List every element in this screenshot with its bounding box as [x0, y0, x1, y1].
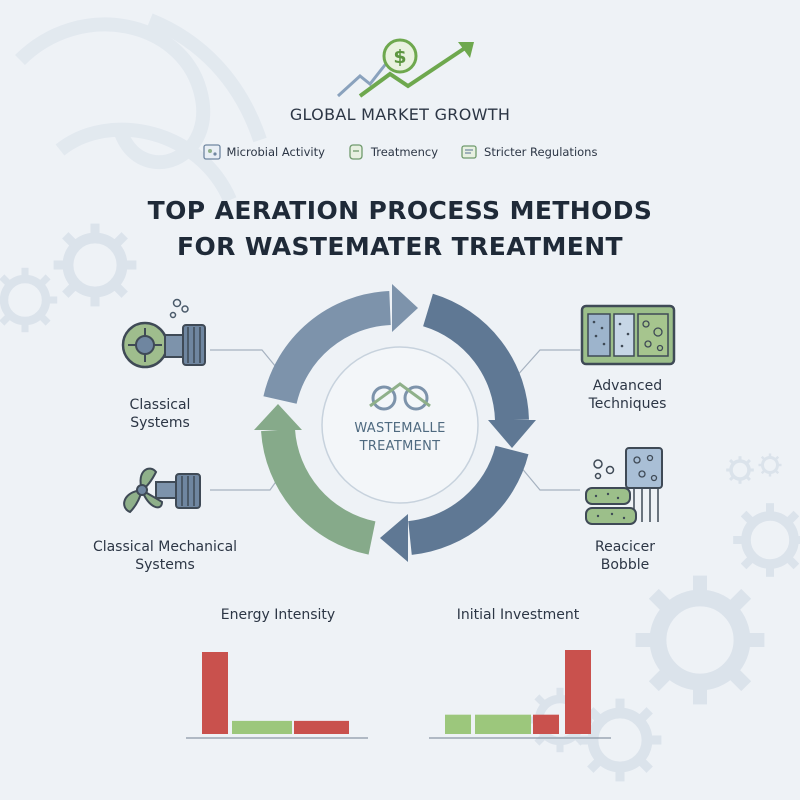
chip-treatmency: Treatmency [347, 143, 438, 161]
driver-chips: Microbial Activity Treatmency Stricter R… [0, 143, 800, 161]
title-line-1: TOP AERATION PROCESS METHODS [147, 196, 653, 225]
center-label: WASTEMALLE TREATMENT [330, 420, 470, 456]
method-reacicer-bobble: Reacicer Bobble [570, 538, 680, 574]
cycle-arrow-bottom-right [380, 445, 529, 562]
method-advanced-techniques: Advanced Techniques [570, 377, 685, 413]
chart-bar [565, 650, 591, 734]
page-title: TOP AERATION PROCESS METHODS FOR WASTEMA… [0, 193, 800, 265]
chart-bar [232, 720, 292, 734]
initial-investment-chart [429, 650, 611, 739]
chart-bar [475, 714, 531, 734]
chart-bar [294, 720, 349, 734]
chart-bar [445, 714, 471, 734]
microbe-icon [202, 144, 221, 160]
svg-text:$: $ [393, 46, 406, 68]
blower-icon [121, 298, 206, 369]
center-line-2: TREATMENT [359, 439, 441, 454]
infinity-loop-icon [369, 382, 431, 411]
method-classical-systems: Classical Systems [105, 396, 215, 432]
method-label-line-2: Techniques [588, 396, 667, 412]
chart-title-investment: Initial Investment [456, 607, 580, 623]
bubble-reactor-icon [585, 447, 663, 525]
method-label-line-1: Classical [129, 397, 191, 413]
process-cycle [254, 284, 536, 562]
cycle-arrow-bottom-left [254, 404, 376, 555]
method-label-line-2: Systems [135, 557, 195, 573]
subtitle: GLOBAL MARKET GROWTH [289, 105, 511, 124]
cycle-arrow-top-left [263, 284, 418, 405]
method-label-line-1: Classical Mechanical [92, 539, 238, 555]
chip-microbial-activity: Microbial Activity [202, 143, 325, 161]
cycle-arrow-top-right [422, 293, 536, 448]
method-label-line-2: Systems [130, 415, 190, 431]
tank-icon [349, 144, 363, 160]
dollar-growth-arrow-icon: $ [336, 38, 474, 98]
title-line-2: FOR WASTEMATER TREATMENT [177, 232, 623, 261]
chart-bar [533, 714, 559, 734]
method-label-line-2: Bobble [600, 557, 650, 573]
swirl-decoration [15, 13, 267, 203]
chip-label: Treatmency [370, 145, 439, 159]
regulation-icon [461, 145, 477, 159]
chart-bar [202, 652, 228, 734]
center-line-1: WASTEMALLE [354, 421, 446, 436]
chart-title-energy: Energy Intensity [220, 607, 336, 623]
chip-label: Microbial Activity [226, 145, 325, 159]
fan-blower-icon [123, 467, 201, 514]
method-label-line-1: Advanced [592, 378, 663, 394]
chip-label: Stricter Regulations [484, 145, 598, 159]
energy-intensity-chart [186, 652, 368, 739]
method-classical-mechanical-systems: Classical Mechanical Systems [80, 538, 250, 574]
chip-stricter-regulations: Stricter Regulations [460, 143, 597, 161]
membrane-module-icon [580, 304, 676, 366]
method-label-line-1: Reacicer [595, 539, 655, 555]
